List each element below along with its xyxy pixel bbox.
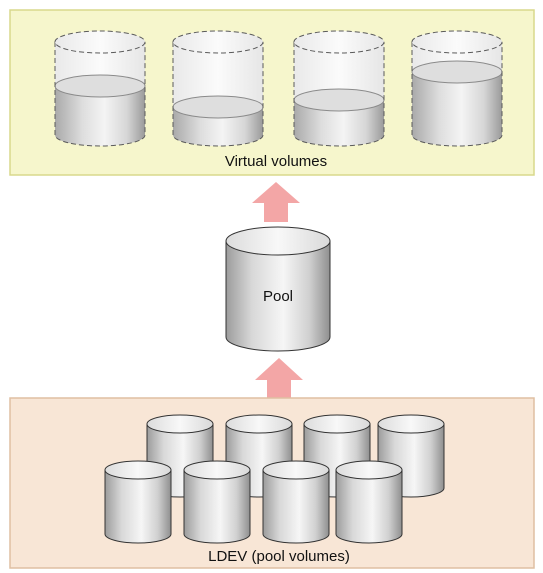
arrow-up-icon <box>252 182 300 222</box>
ldev-volume-icon <box>183 460 251 544</box>
pool-icon <box>225 226 331 352</box>
virtual-volumes-label: Virtual volumes <box>225 153 327 170</box>
ldev-volume-icon <box>262 460 330 544</box>
virtual-volumes-group <box>54 30 503 147</box>
arrow-up-icon <box>255 358 303 398</box>
virtual-volume-icon <box>293 30 385 147</box>
pool-label: Pool <box>263 288 293 305</box>
virtual-volume-icon <box>172 30 264 147</box>
ldev-volumes-group <box>104 414 445 544</box>
ldev-volume-icon <box>104 460 172 544</box>
virtual-volume-icon <box>411 30 503 147</box>
virtual-volume-icon <box>54 30 146 147</box>
ldev-volume-icon <box>335 460 403 544</box>
ldev-label: LDEV (pool volumes) <box>208 548 350 565</box>
